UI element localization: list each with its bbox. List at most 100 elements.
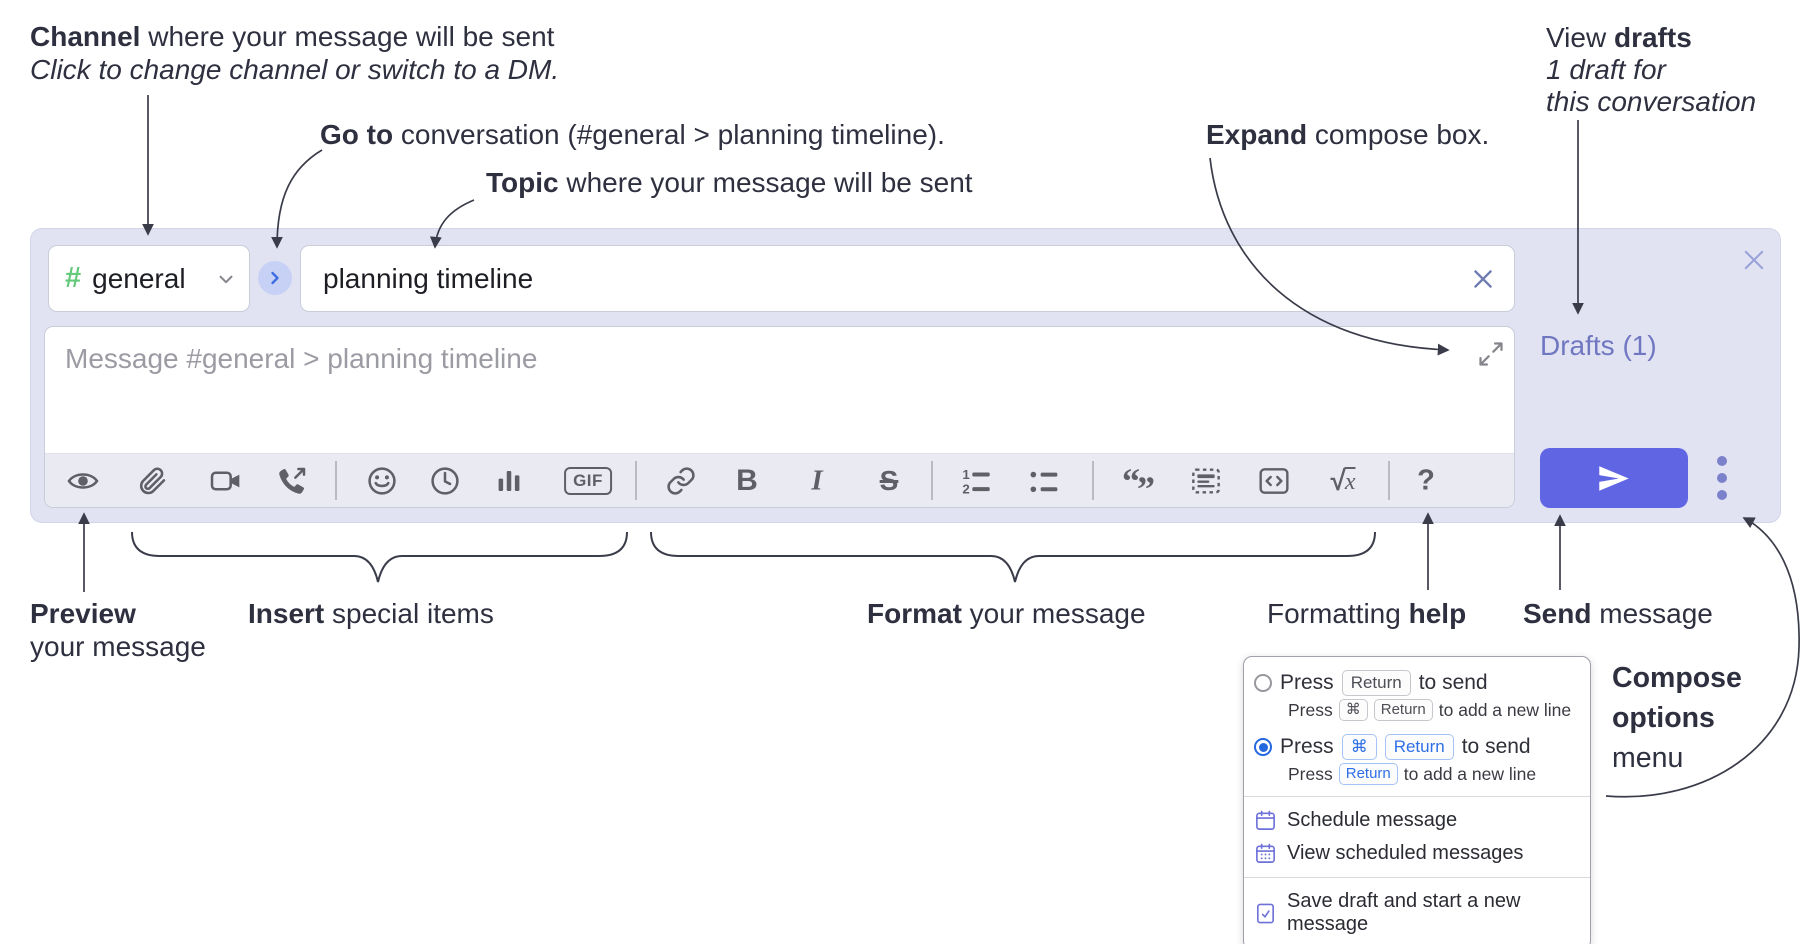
kbd-return-blue: Return [1384,734,1454,760]
annotation-send-rest: message [1591,598,1713,629]
video-call-icon[interactable] [209,465,243,497]
option1-subtext: Press ⌘ Return to add a new line [1244,698,1590,725]
strikethrough-icon[interactable]: S [879,464,899,496]
menu-item-label: Schedule message [1287,809,1458,831]
menu-item-view-scheduled[interactable]: View scheduled messages [1244,837,1590,870]
calendar-grid-icon [1256,843,1275,863]
kbd-cmd-blue: ⌘ [1341,734,1377,760]
option2-press: Press [1280,735,1334,758]
option-return-to-send[interactable]: Press Return to send [1244,667,1590,698]
message-textarea[interactable] [45,327,1425,432]
go-to-conversation-button[interactable] [258,261,292,295]
toolbar-divider [335,461,337,500]
annotation-preview-line2: your message [30,631,206,662]
annotation-drafts-bold: drafts [1613,22,1692,53]
option1-suffix: to send [1418,671,1488,694]
expand-compose-icon[interactable] [1477,340,1505,368]
close-compose-icon[interactable] [1738,244,1770,276]
clear-topic-icon[interactable] [1470,266,1496,292]
annotation-compose-line2: options [1612,702,1715,734]
code-icon[interactable] [1257,465,1291,497]
attach-file-icon[interactable] [136,465,168,497]
channel-name: general [92,262,186,294]
compose-options-menu-icon[interactable] [1717,456,1727,500]
italic-icon[interactable]: I [811,464,823,496]
drafts-link[interactable]: Drafts (1) [1540,330,1657,361]
menu-item-save-draft[interactable]: Save draft and start a new message [1244,885,1590,941]
annotation-preview-bold: Preview [30,598,136,629]
channel-selector-button[interactable]: # general [48,245,250,312]
send-plane-icon [1599,465,1629,491]
chevron-down-icon [215,268,237,290]
annotation-goto-rest: conversation (#general > planning timeli… [393,119,945,150]
bulleted-list-icon[interactable] [1027,465,1061,497]
quote-open: “ [1122,460,1140,501]
quote-icon[interactable]: “” [1122,460,1155,507]
annotation-insert: Insert special items [248,597,494,630]
annotation-compose-options: Compose options menu [1612,658,1742,778]
topic-input-wrapper [300,245,1515,312]
ol-number-2: 2 [962,481,969,496]
math-icon[interactable]: √x [1330,466,1356,495]
annotation-format-rest: your message [961,598,1146,629]
annotation-drafts-line2: 1 draft for [1546,54,1666,85]
annotation-help-bold: help [1408,598,1467,629]
annotation-expand-bold: Expand [1206,119,1308,150]
formatting-help-icon[interactable]: ? [1417,464,1435,496]
bold-icon[interactable]: B [736,463,758,497]
gif-label: GIF [564,466,612,495]
popup-divider [1244,796,1590,797]
option2-sub-suffix: to add a new line [1403,763,1537,784]
annotation-format-bold: Format [867,598,962,629]
annotation-send: Send message [1523,597,1713,630]
option1-sub-suffix: to add a new line [1438,699,1572,720]
radio-selected[interactable] [1254,738,1272,756]
annotation-drafts-pre: View [1546,22,1614,53]
annotation-expand: Expand compose box. [1206,118,1489,151]
option2-sub-press: Press [1288,763,1333,784]
calendar-icon [1256,810,1275,830]
annotation-compose-line3: menu [1612,742,1684,774]
annotation-topic-rest: where your message will be sent [558,167,973,198]
link-icon[interactable] [665,465,697,497]
radio-unselected[interactable] [1254,674,1272,692]
topic-input[interactable] [301,261,1470,296]
option-cmd-return-to-send[interactable]: Press ⌘ Return to send [1244,731,1590,762]
annotation-compose-line1: Compose [1612,662,1742,694]
poll-icon[interactable] [493,465,525,497]
quote-close: ” [1137,468,1155,509]
preview-eye-icon[interactable] [65,465,101,497]
brace-format [650,531,1376,583]
toolbar-divider [635,461,637,500]
option2-suffix: to send [1461,735,1531,758]
kbd-return-blue: Return [1338,763,1398,785]
annotation-channel-line2: Click to change channel or switch to a D… [30,54,560,85]
annotation-send-bold: Send [1523,598,1592,629]
kbd-return: Return [1341,670,1411,696]
annotation-channel-bold: Channel [30,21,141,52]
toolbar-divider [1092,461,1094,500]
math-variable: x [1344,466,1356,495]
annotation-expand-rest: compose box. [1307,119,1490,150]
emoji-icon[interactable] [366,465,398,497]
kbd-cmd: ⌘ [1338,699,1368,721]
annotation-insert-rest: special items [324,598,494,629]
toolbar-divider [931,461,933,500]
chevron-right-icon [271,271,279,285]
spoiler-icon[interactable] [1190,465,1222,497]
annotation-drafts: View drafts 1 draft for this conversatio… [1546,22,1756,118]
annotation-topic-bold: Topic [486,167,559,198]
annotation-format: Format your message [867,597,1146,630]
option1-press: Press [1280,671,1334,694]
global-time-icon[interactable] [429,465,461,497]
send-button[interactable] [1540,448,1688,508]
gif-icon[interactable]: GIF [564,466,612,495]
compose-options-popup: Press Return to send Press ⌘ Return to a… [1243,656,1591,944]
annotation-channel: Channel where your message will be sent … [30,20,559,86]
annotation-help-pre: Formatting [1267,598,1409,629]
menu-item-schedule-message[interactable]: Schedule message [1244,804,1590,837]
audio-call-icon[interactable] [276,465,308,497]
option1-sub-press: Press [1288,699,1333,720]
